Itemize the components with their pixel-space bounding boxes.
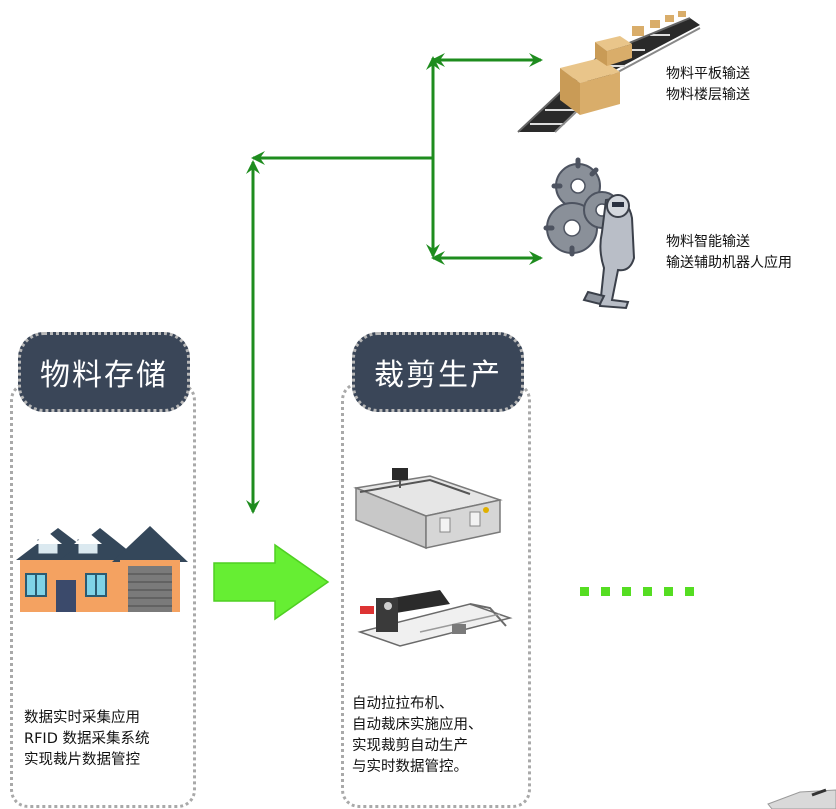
storage-title: 物料存储	[18, 332, 190, 412]
storage-desc: 数据实时采集应用 RFID 数据采集系统 实现裁片数据管控	[24, 708, 149, 771]
storage-desc-line-1: 数据实时采集应用	[24, 710, 140, 726]
cutting-desc: 自动拉拉布机、 自动裁床实施应用、 实现裁剪自动生产 与实时数据管控。	[352, 694, 483, 778]
storage-desc-line-3: 实现裁片数据管控	[24, 752, 140, 768]
cutting-desc-line-4: 与实时数据管控。	[352, 759, 468, 775]
continuation-dots	[580, 587, 694, 596]
storage-desc-line-2: RFID 数据采集系统	[24, 731, 150, 747]
conveyor-line-2: 物料楼层输送	[666, 87, 750, 103]
flow-arrow	[213, 543, 330, 621]
cutting-desc-line-3: 实现裁剪自动生产	[352, 738, 468, 754]
robot-line-2: 输送辅助机器人应用	[666, 255, 792, 271]
conveyor-label: 物料平板输送 物料楼层输送	[666, 64, 750, 106]
cutting-title: 裁剪生产	[352, 332, 524, 412]
cutting-desc-line-1: 自动拉拉布机、	[352, 696, 454, 712]
cutting-desc-line-2: 自动裁床实施应用、	[352, 717, 483, 733]
robot-label: 物料智能输送 输送辅助机器人应用	[666, 232, 792, 274]
conveyor-line-1: 物料平板输送	[666, 66, 750, 82]
robot-line-1: 物料智能输送	[666, 234, 750, 250]
